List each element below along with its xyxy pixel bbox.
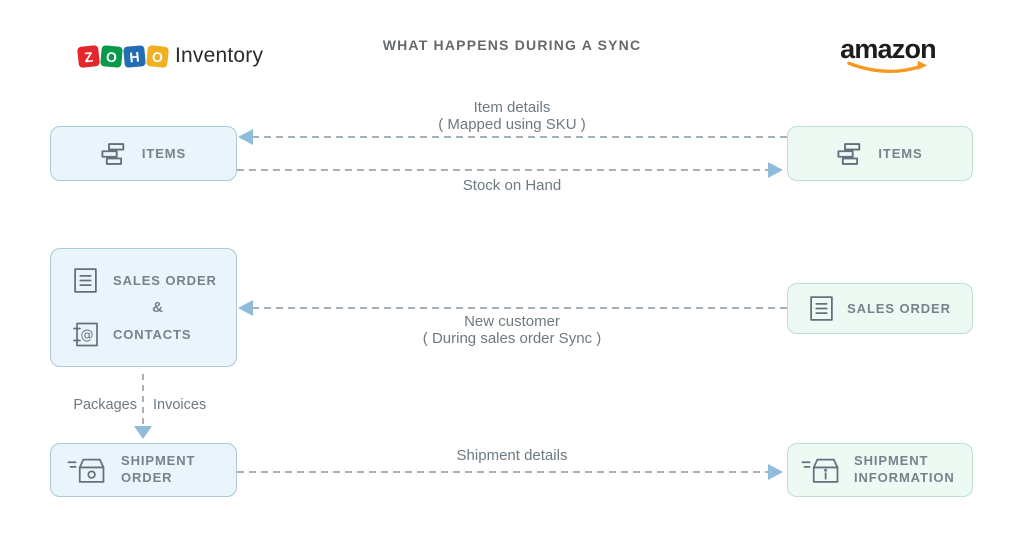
items-stack-icon <box>101 142 125 165</box>
ampersand-row: & <box>65 299 222 316</box>
sales-order-label: SALES ORDER <box>113 273 217 288</box>
items-stack-icon <box>837 142 861 165</box>
zoho-product-name: Inventory <box>175 44 264 67</box>
svg-text:@: @ <box>80 328 93 343</box>
amazon-shipment-information-box: SHIPMENT INFORMATION <box>787 443 973 497</box>
item-details-arrow-line <box>252 136 787 138</box>
item-details-arrowhead-left-icon <box>238 129 253 145</box>
contacts-address-book-icon: @ <box>72 322 98 347</box>
amazon-sales-order-box: SALES ORDER <box>787 283 973 334</box>
item-details-flow-label: Item details ( Mapped using SKU ) <box>438 99 586 133</box>
packages-label: Packages <box>73 397 137 413</box>
invoices-label: Invoices <box>153 397 207 413</box>
zoho-items-label: ITEMS <box>141 146 187 161</box>
new-customer-arrow-line <box>252 307 787 309</box>
new-customer-flow-label: New customer ( During sales order Sync ) <box>422 313 602 347</box>
contacts-label: CONTACTS <box>113 327 192 342</box>
amazon-items-box: ITEMS <box>787 126 973 181</box>
amazon-shipment-information-label: SHIPMENT INFORMATION <box>854 453 955 485</box>
amazon-sales-order-label: SALES ORDER <box>847 301 951 316</box>
stock-on-hand-arrowhead-right-icon <box>768 162 783 178</box>
sales-order-document-icon <box>810 296 833 321</box>
zoho-shipment-order-box: SHIPMENT ORDER <box>50 443 237 497</box>
zoho-inventory-logo: Z O H O Inventory <box>76 44 264 68</box>
zoho-sales-order-contacts-box: SALES ORDER & @ CONTACTS <box>50 248 237 367</box>
stock-on-hand-arrow-line <box>237 169 769 171</box>
shipment-details-arrowhead-right-icon <box>768 464 783 480</box>
diagram-title: WHAT HAPPENS DURING A SYNC <box>382 37 642 53</box>
shipment-details-flow-label: Shipment details <box>456 447 568 464</box>
shipment-info-box-icon <box>801 458 839 483</box>
ampersand: & <box>152 299 163 316</box>
shipment-box-icon <box>67 458 105 483</box>
amazon-smile-icon <box>847 60 928 74</box>
new-customer-arrowhead-left-icon <box>238 300 253 316</box>
amazon-logo: amazon <box>838 36 938 75</box>
sales-order-document-icon <box>73 268 97 293</box>
shipment-details-arrow-line <box>237 471 769 473</box>
contacts-row: @ CONTACTS <box>65 321 222 348</box>
amazon-items-label: ITEMS <box>878 146 923 161</box>
zoho-items-box: ITEMS <box>50 126 237 181</box>
internal-flow-arrow-line <box>142 374 144 426</box>
stock-on-hand-flow-label: Stock on Hand <box>462 177 562 194</box>
internal-flow-arrowhead-down-icon <box>134 426 152 439</box>
sales-order-row: SALES ORDER <box>65 267 222 294</box>
zoho-shipment-order-label: SHIPMENT ORDER <box>121 453 196 485</box>
amazon-wordmark: amazon <box>840 34 937 64</box>
